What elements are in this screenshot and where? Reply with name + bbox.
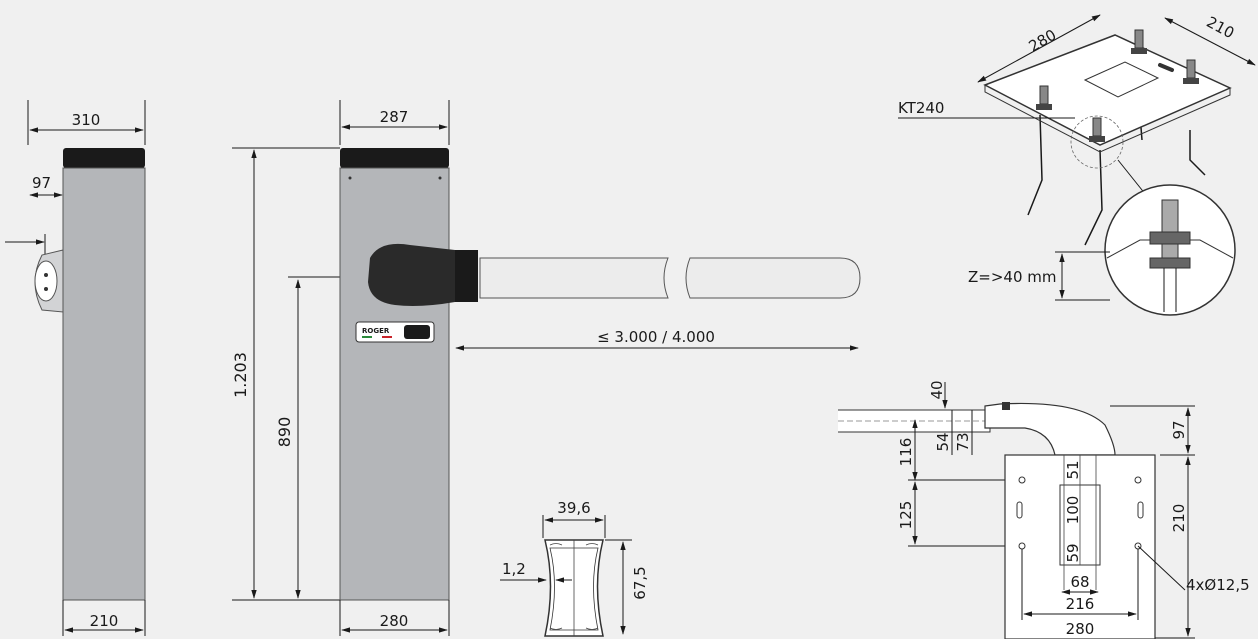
dim-plan-125: 125 <box>897 501 915 530</box>
front-arm-socket <box>34 260 58 302</box>
detail-callout-circle <box>1070 115 1124 169</box>
dim-plate-280: 280 <box>1026 26 1060 56</box>
dim-profile-height: 67,5 <box>631 566 649 599</box>
dim-line-210-3d <box>1164 17 1256 66</box>
dim-side-width-top: 287 <box>380 108 409 126</box>
dim-plate-210: 210 <box>1203 13 1237 42</box>
anchor-leg <box>1084 149 1103 246</box>
slot <box>1137 501 1144 519</box>
dim-plan-68: 68 <box>1070 573 1089 591</box>
holes-label: 4xØ12,5 <box>1186 576 1250 594</box>
side-cabinet <box>339 167 450 601</box>
bolt-icon <box>1131 29 1147 54</box>
detail-nut <box>1149 257 1191 269</box>
dim-plan-280: 280 <box>1066 620 1095 638</box>
screw-icon <box>438 176 442 180</box>
base-plate-edge <box>984 85 1231 153</box>
anchor-hole-icon <box>1018 476 1026 484</box>
front-top-cap <box>63 148 145 168</box>
cable-opening <box>1083 61 1160 98</box>
roger-logo: ROGER <box>362 327 390 335</box>
front-cabinet <box>62 167 146 601</box>
dim-plan-100: 100 <box>1064 496 1082 525</box>
dim-front-width-bottom: 210 <box>90 612 119 630</box>
detail-nut <box>1149 231 1191 245</box>
arm-clamp <box>455 250 478 302</box>
screw-icon <box>348 176 352 180</box>
depth-label: Z=>40 mm <box>968 268 1057 286</box>
dim-plan-40: 40 <box>928 380 946 399</box>
side-view: 287 1.203 890 ROGER ≤ 3.000 / 4.000 280 <box>231 100 861 636</box>
arm-boom-far <box>685 257 861 299</box>
kit-label: KT240 <box>898 99 944 117</box>
profile-ribs <box>549 543 599 630</box>
dim-front-width-top: 310 <box>72 111 101 129</box>
dim-plan-116: 116 <box>897 438 915 467</box>
dim-plan-54: 54 <box>934 432 952 451</box>
arm-profile-section: 39,6 1,2 67,5 <box>500 499 649 637</box>
base-plan-view: 40 54 73 116 125 97 51 100 59 <box>838 380 1250 639</box>
plan-arm-hub <box>984 402 1116 456</box>
bolt-icon <box>44 273 48 277</box>
dim-arm-length: ≤ 3.000 / 4.000 <box>597 328 715 346</box>
detail-thread <box>1161 199 1179 263</box>
profile-inner <box>549 547 599 631</box>
dim-side-width-bottom: 280 <box>380 612 409 630</box>
dim-profile-wall: 1,2 <box>502 560 526 578</box>
dim-plan-73: 73 <box>954 432 972 451</box>
front-view: 310 97 50 210 <box>5 100 146 636</box>
bolt-icon <box>1183 59 1199 84</box>
dim-line-280-3d <box>977 14 1101 83</box>
bolt-icon <box>1036 85 1052 110</box>
slot <box>1158 63 1174 72</box>
dim-front-97: 97 <box>32 174 51 192</box>
dim-profile-width: 39,6 <box>557 499 590 517</box>
arm-hub <box>368 243 478 306</box>
bolt-icon <box>1089 117 1105 142</box>
dim-plan-210: 210 <box>1170 504 1188 533</box>
logo-display <box>404 325 430 339</box>
side-top-cap <box>340 148 449 168</box>
dim-plan-97: 97 <box>1170 420 1188 439</box>
anchor-leg <box>1189 130 1206 176</box>
dim-plan-51: 51 <box>1064 460 1082 479</box>
plan-arm-marker <box>1002 402 1010 410</box>
dim-side-arm-height: 890 <box>275 417 294 448</box>
dim-plan-216: 216 <box>1066 595 1095 613</box>
anchor-leg <box>1027 114 1043 216</box>
dim-side-height: 1.203 <box>231 352 250 398</box>
holes-leader <box>1137 545 1186 591</box>
arm-boom-near <box>479 257 669 299</box>
anchor-hole-icon <box>1134 476 1142 484</box>
slot <box>1016 501 1023 519</box>
base-plate-3d: 280 210 KT240 <box>898 13 1256 316</box>
dim-plan-59: 59 <box>1064 543 1082 562</box>
bolt-icon <box>44 287 48 291</box>
